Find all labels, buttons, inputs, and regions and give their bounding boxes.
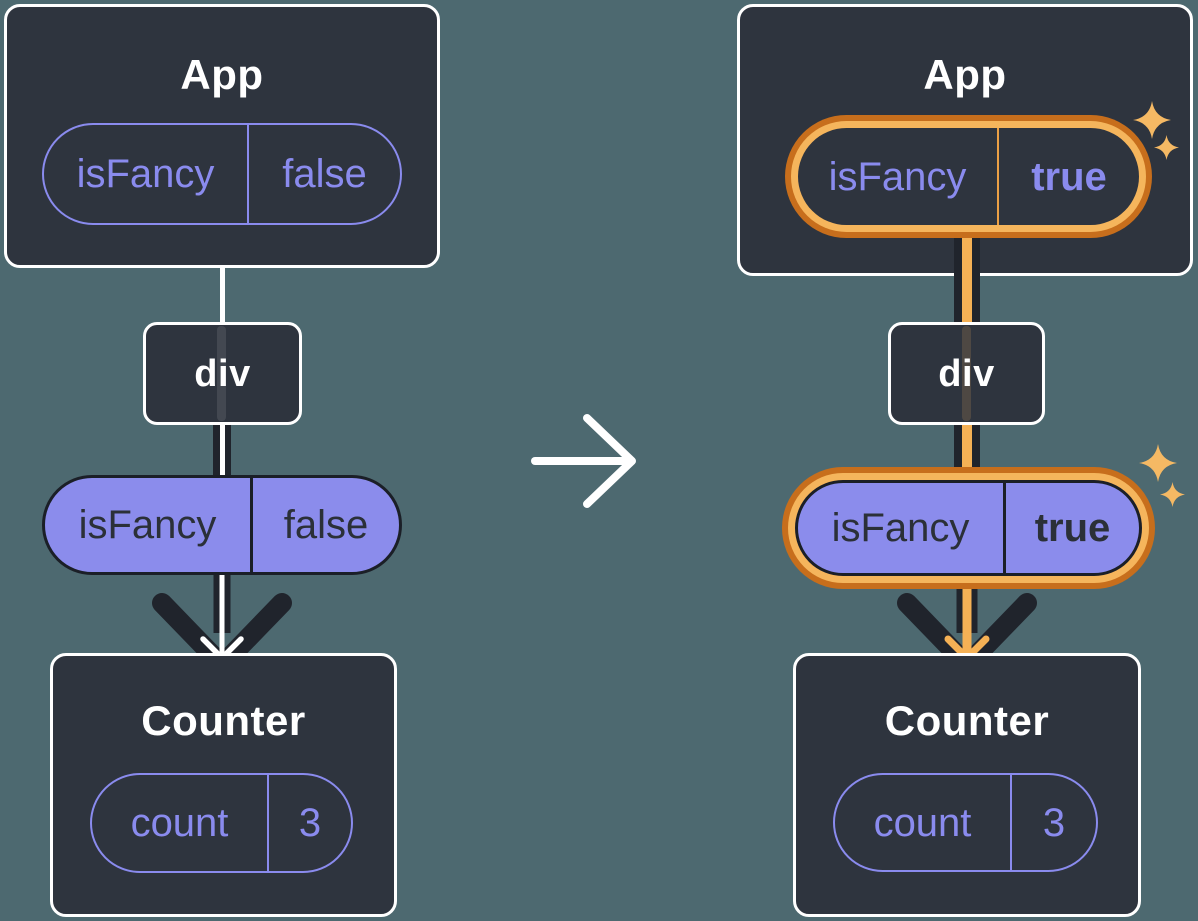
app-component-title: App — [180, 51, 264, 98]
prop-name: isFancy — [78, 503, 217, 547]
state-pill: count 3 — [833, 773, 1098, 872]
sparkle-icon — [1133, 101, 1171, 139]
prop-flow-core — [219, 425, 225, 477]
state-name: count — [130, 801, 229, 845]
prop-flow-core — [962, 238, 972, 322]
prop-flow-line — [213, 425, 231, 477]
state-pill: count 3 — [90, 773, 353, 873]
counter-component-title: Counter — [884, 697, 1050, 744]
prop-value: false — [250, 478, 399, 572]
prop-value: false — [247, 125, 400, 223]
div-element-box — [888, 322, 1045, 425]
prop-name: isFancy — [828, 154, 967, 199]
prop-name: isFancy — [76, 152, 215, 196]
div-element-label: div — [194, 353, 251, 395]
connector-line-behind — [217, 326, 226, 421]
passed-prop-pill: isFancy false — [42, 475, 402, 575]
passed-prop-pill-highlighted: isFancy true — [795, 480, 1142, 576]
prop-value: true — [1003, 483, 1139, 573]
prop-flow-line-highlighted — [954, 425, 980, 470]
prop-flow-line-highlighted — [954, 238, 980, 322]
prop-flow-core — [962, 425, 972, 470]
sparkle-icon — [1154, 135, 1179, 160]
prop-pill-highlighted: isFancy true — [798, 128, 1139, 225]
prop-name: isFancy — [831, 506, 970, 550]
div-element-box — [143, 322, 302, 425]
connector-line — [220, 266, 225, 324]
sparkle-icon — [1160, 482, 1185, 507]
state-name: count — [873, 800, 972, 845]
div-element-label: div — [938, 353, 995, 395]
right-arrow-icon — [531, 414, 636, 508]
state-value: 3 — [1010, 775, 1096, 870]
prop-value: true — [997, 128, 1139, 225]
prop-pill: isFancy false — [42, 123, 402, 225]
counter-component-title: Counter — [141, 697, 306, 744]
app-component-title: App — [923, 51, 1007, 98]
connector-line-behind — [962, 326, 971, 421]
sparkle-icon — [1139, 444, 1177, 482]
state-value: 3 — [267, 775, 351, 871]
